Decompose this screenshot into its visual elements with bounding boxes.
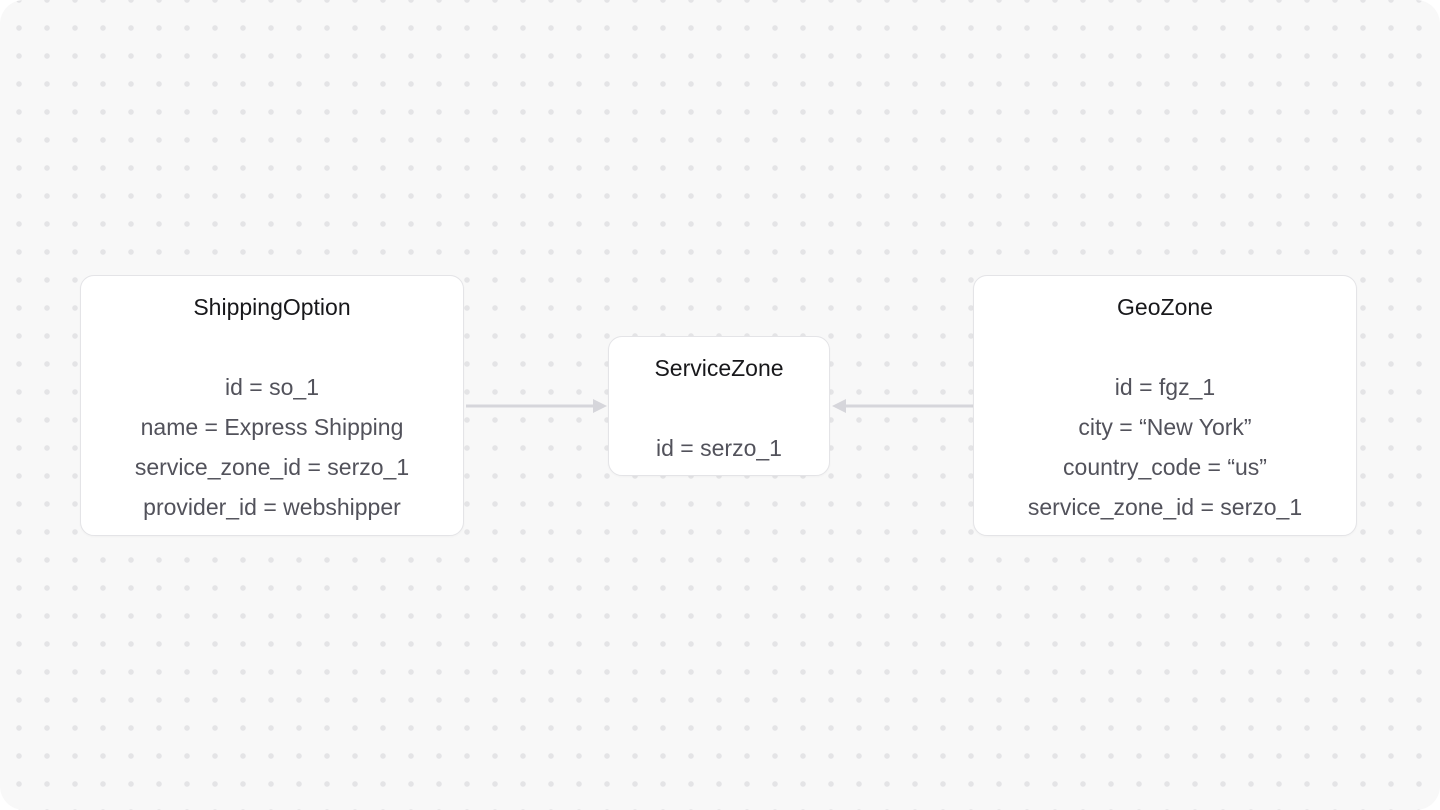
entity-spacer xyxy=(609,388,829,428)
entity-shipping-option: ShippingOption id = so_1 name = Express … xyxy=(80,275,464,536)
arrowhead-left-icon xyxy=(832,399,846,413)
entity-field: name = Express Shipping xyxy=(140,414,404,440)
entity-field: country_code = “us” xyxy=(1063,454,1267,480)
entity-field: city = “New York” xyxy=(1078,414,1252,440)
entity-title: GeoZone xyxy=(1117,294,1213,320)
entity-geo-zone: GeoZone id = fgz_1 city = “New York” cou… xyxy=(973,275,1357,536)
entity-field: service_zone_id = serzo_1 xyxy=(1027,494,1303,520)
entity-field: provider_id = webshipper xyxy=(143,494,401,520)
entity-field: id = serzo_1 xyxy=(656,435,782,461)
entity-field: id = so_1 xyxy=(225,374,319,400)
arrowhead-right-icon xyxy=(593,399,607,413)
relation-arrow-geozone-servicezone xyxy=(832,399,973,413)
entity-title: ShippingOption xyxy=(193,294,351,320)
entity-field: service_zone_id = serzo_1 xyxy=(134,454,410,480)
entity-spacer xyxy=(81,327,463,367)
relation-arrow-shippingoption-servicezone xyxy=(466,399,607,413)
entity-service-zone: ServiceZone id = serzo_1 xyxy=(608,336,830,476)
entity-spacer xyxy=(974,327,1356,367)
entity-field: id = fgz_1 xyxy=(1114,374,1216,400)
entity-title: ServiceZone xyxy=(654,355,784,381)
